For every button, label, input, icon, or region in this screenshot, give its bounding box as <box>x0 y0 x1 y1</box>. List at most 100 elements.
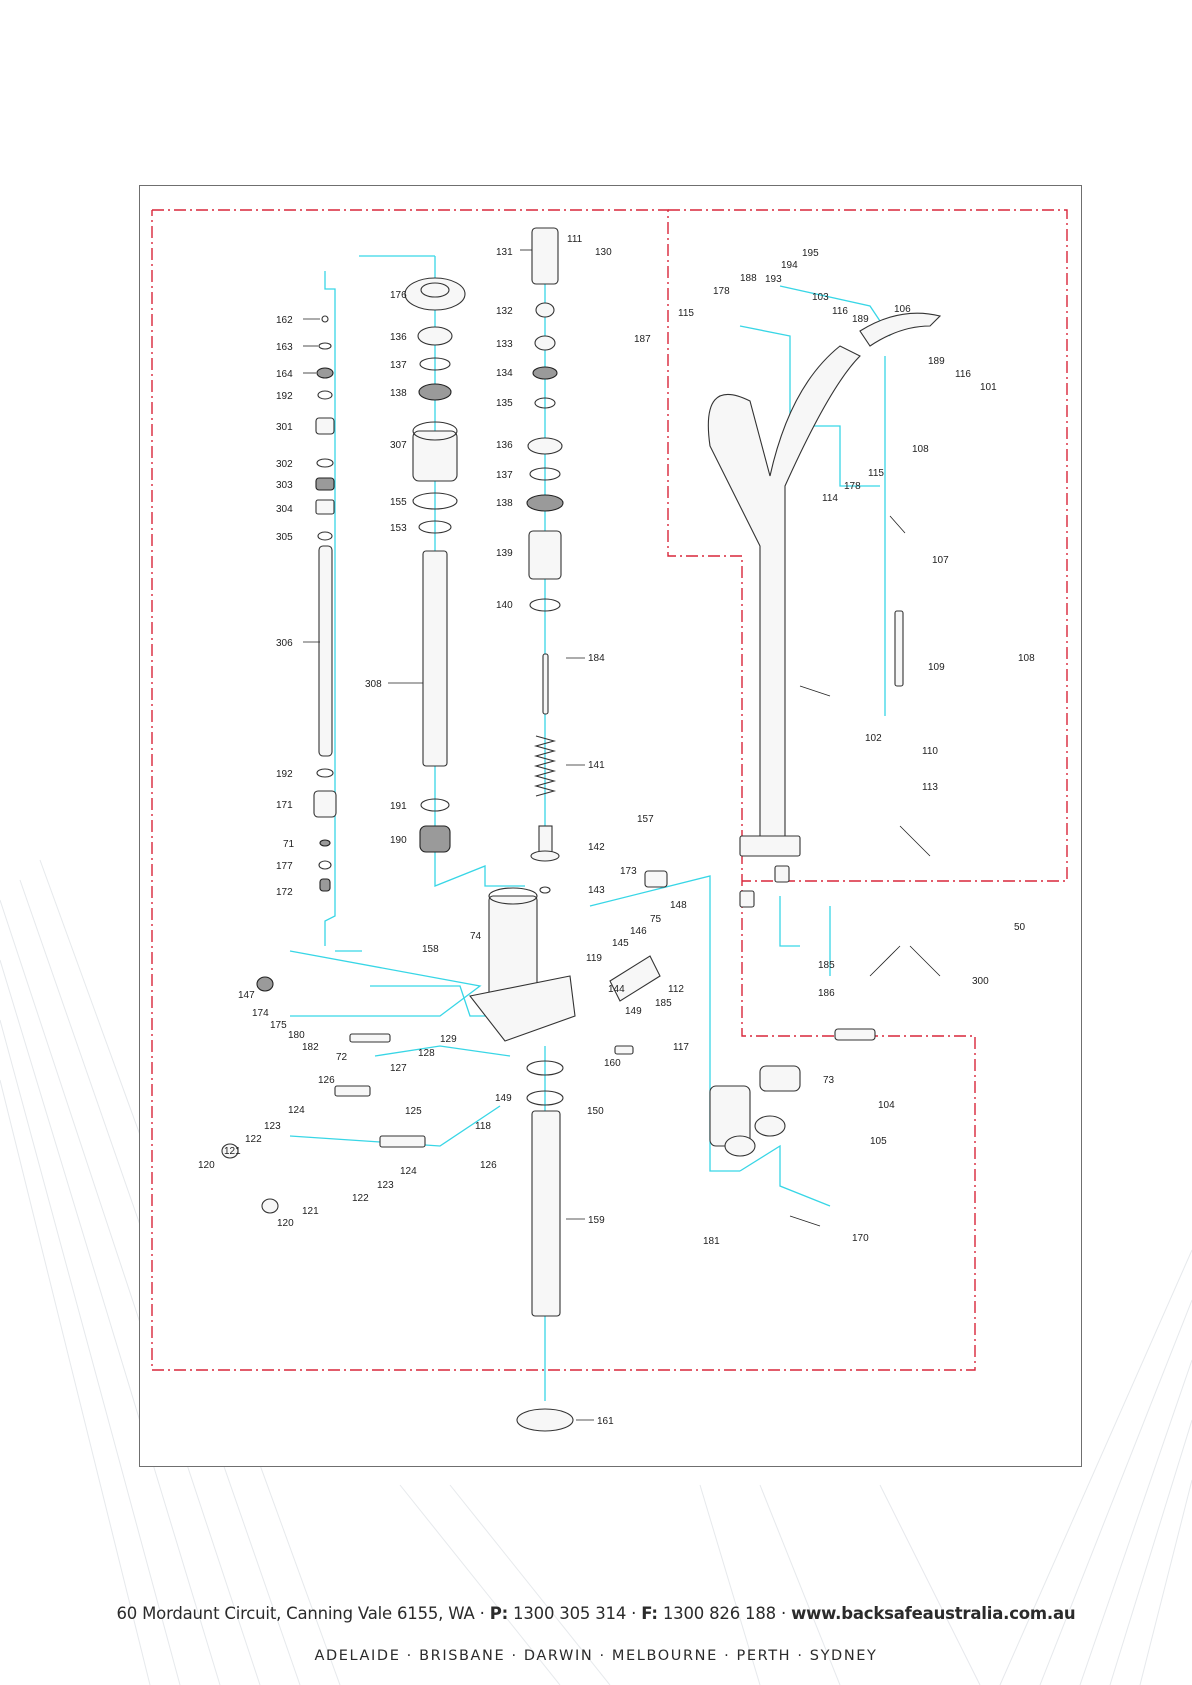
part-label: 308 <box>365 679 382 690</box>
footer-cities: ADELAIDE · BRISBANE · DARWIN · MELBOURNE… <box>314 1648 878 1664</box>
part-label: 136 <box>496 440 513 451</box>
part-label: 304 <box>276 504 293 515</box>
part-label: 300 <box>972 976 989 987</box>
part-label: 185 <box>818 960 835 971</box>
part-label: 138 <box>496 498 513 509</box>
part-label: 101 <box>980 382 997 393</box>
part-label: 150 <box>587 1106 604 1117</box>
part-label: 143 <box>588 885 605 896</box>
exploded-parts-diagram: 111 130 131 132 133 134 135 136 137 138 … <box>151 209 1068 1432</box>
parts-diagram-frame: 111 130 131 132 133 134 135 136 137 138 … <box>139 185 1082 1467</box>
part-label: 144 <box>608 984 625 995</box>
footer-fax-label: F: <box>641 1604 658 1623</box>
part-label: 106 <box>894 304 911 315</box>
part-label: 115 <box>678 308 694 319</box>
assembly-zone-boundaries <box>151 209 1068 1371</box>
zone-handle-50 <box>668 209 1068 882</box>
part-label: 104 <box>878 1100 895 1111</box>
part-label: 108 <box>912 444 929 455</box>
part-label: 139 <box>496 548 513 559</box>
part-label: 185 <box>655 998 672 1009</box>
part-label: 71 <box>283 839 295 850</box>
part-label: 147 <box>238 990 255 1001</box>
valve-and-lever-parts <box>221 870 668 1214</box>
part-label: 189 <box>852 314 869 325</box>
part-label: 180 <box>288 1030 305 1041</box>
part-label: 127 <box>390 1063 407 1074</box>
part-label: 153 <box>390 523 407 534</box>
part-label: 160 <box>604 1058 621 1069</box>
column-left-parts <box>313 315 337 892</box>
part-label: 303 <box>276 480 293 491</box>
footer-fax: 1300 826 188 · <box>657 1604 792 1623</box>
part-label: 193 <box>765 274 782 285</box>
part-label: 188 <box>740 273 757 284</box>
part-label: 170 <box>852 1233 869 1244</box>
zone-main-left <box>151 209 976 1371</box>
part-label: 176 <box>390 290 407 301</box>
part-label: 105 <box>870 1136 887 1147</box>
footer-phone-label: P: <box>489 1604 509 1623</box>
part-label: 174 <box>252 1008 269 1019</box>
part-label: 163 <box>276 342 293 353</box>
part-label: 173 <box>620 866 637 877</box>
footer-contact-line: 60 Mordaunt Circuit, Canning Vale 6155, … <box>0 1604 1192 1623</box>
part-label: 124 <box>400 1166 417 1177</box>
part-label: 172 <box>276 887 293 898</box>
part-label: 155 <box>390 497 407 508</box>
part-label: 178 <box>844 481 861 492</box>
part-label: 140 <box>496 600 513 611</box>
footer-phone: 1300 305 314 · <box>508 1604 642 1623</box>
part-label: 186 <box>818 988 835 999</box>
part-label: 116 <box>832 306 848 317</box>
part-label: 192 <box>276 391 293 402</box>
part-label: 128 <box>418 1048 435 1059</box>
part-label: 117 <box>673 1042 689 1053</box>
part-label: 157 <box>637 814 654 825</box>
part-label: 120 <box>198 1160 215 1171</box>
part-label: 305 <box>276 532 293 543</box>
part-label: 191 <box>390 801 407 812</box>
part-label: 159 <box>588 1215 605 1226</box>
part-label: 126 <box>318 1075 335 1086</box>
part-label: 123 <box>264 1121 281 1132</box>
part-label: 187 <box>634 334 651 345</box>
part-label: 124 <box>288 1105 305 1116</box>
part-label: 184 <box>588 653 605 664</box>
handle-parts <box>707 312 942 1157</box>
part-label: 158 <box>422 944 439 955</box>
part-label: 102 <box>865 733 882 744</box>
part-label: 133 <box>496 339 513 350</box>
part-number-labels: 111 130 131 132 133 134 135 136 137 138 … <box>198 234 1035 1427</box>
part-label: 113 <box>922 782 938 793</box>
footer-website-link[interactable]: www.backsafeaustralia.com.au <box>791 1604 1076 1623</box>
part-label: 177 <box>276 861 293 872</box>
part-label: 123 <box>377 1180 394 1191</box>
part-label: 175 <box>270 1020 287 1031</box>
callout-leader-lines <box>303 249 941 1421</box>
part-label: 146 <box>630 926 647 937</box>
part-label: 171 <box>276 800 293 811</box>
part-label: 126 <box>480 1160 497 1171</box>
part-label: 115 <box>868 468 884 479</box>
part-label: 307 <box>390 440 407 451</box>
part-label: 141 <box>588 760 605 771</box>
part-label: 145 <box>612 938 629 949</box>
part-label: 118 <box>475 1121 491 1132</box>
part-label: 138 <box>390 388 407 399</box>
part-label: 73 <box>823 1075 835 1086</box>
part-label: 142 <box>588 842 605 853</box>
part-label: 136 <box>390 332 407 343</box>
part-label: 181 <box>703 1236 720 1247</box>
part-label: 109 <box>928 662 945 673</box>
part-label: 112 <box>668 984 684 995</box>
part-label: 182 <box>302 1042 319 1053</box>
part-label: 132 <box>496 306 513 317</box>
part-label: 122 <box>245 1134 262 1145</box>
part-label: 195 <box>802 248 819 259</box>
part-label: 189 <box>928 356 945 367</box>
part-label: 306 <box>276 638 293 649</box>
footer-address: 60 Mordaunt Circuit, Canning Vale 6155, … <box>116 1604 490 1623</box>
part-label: 161 <box>597 1416 614 1427</box>
part-label: 50 <box>1014 922 1026 933</box>
